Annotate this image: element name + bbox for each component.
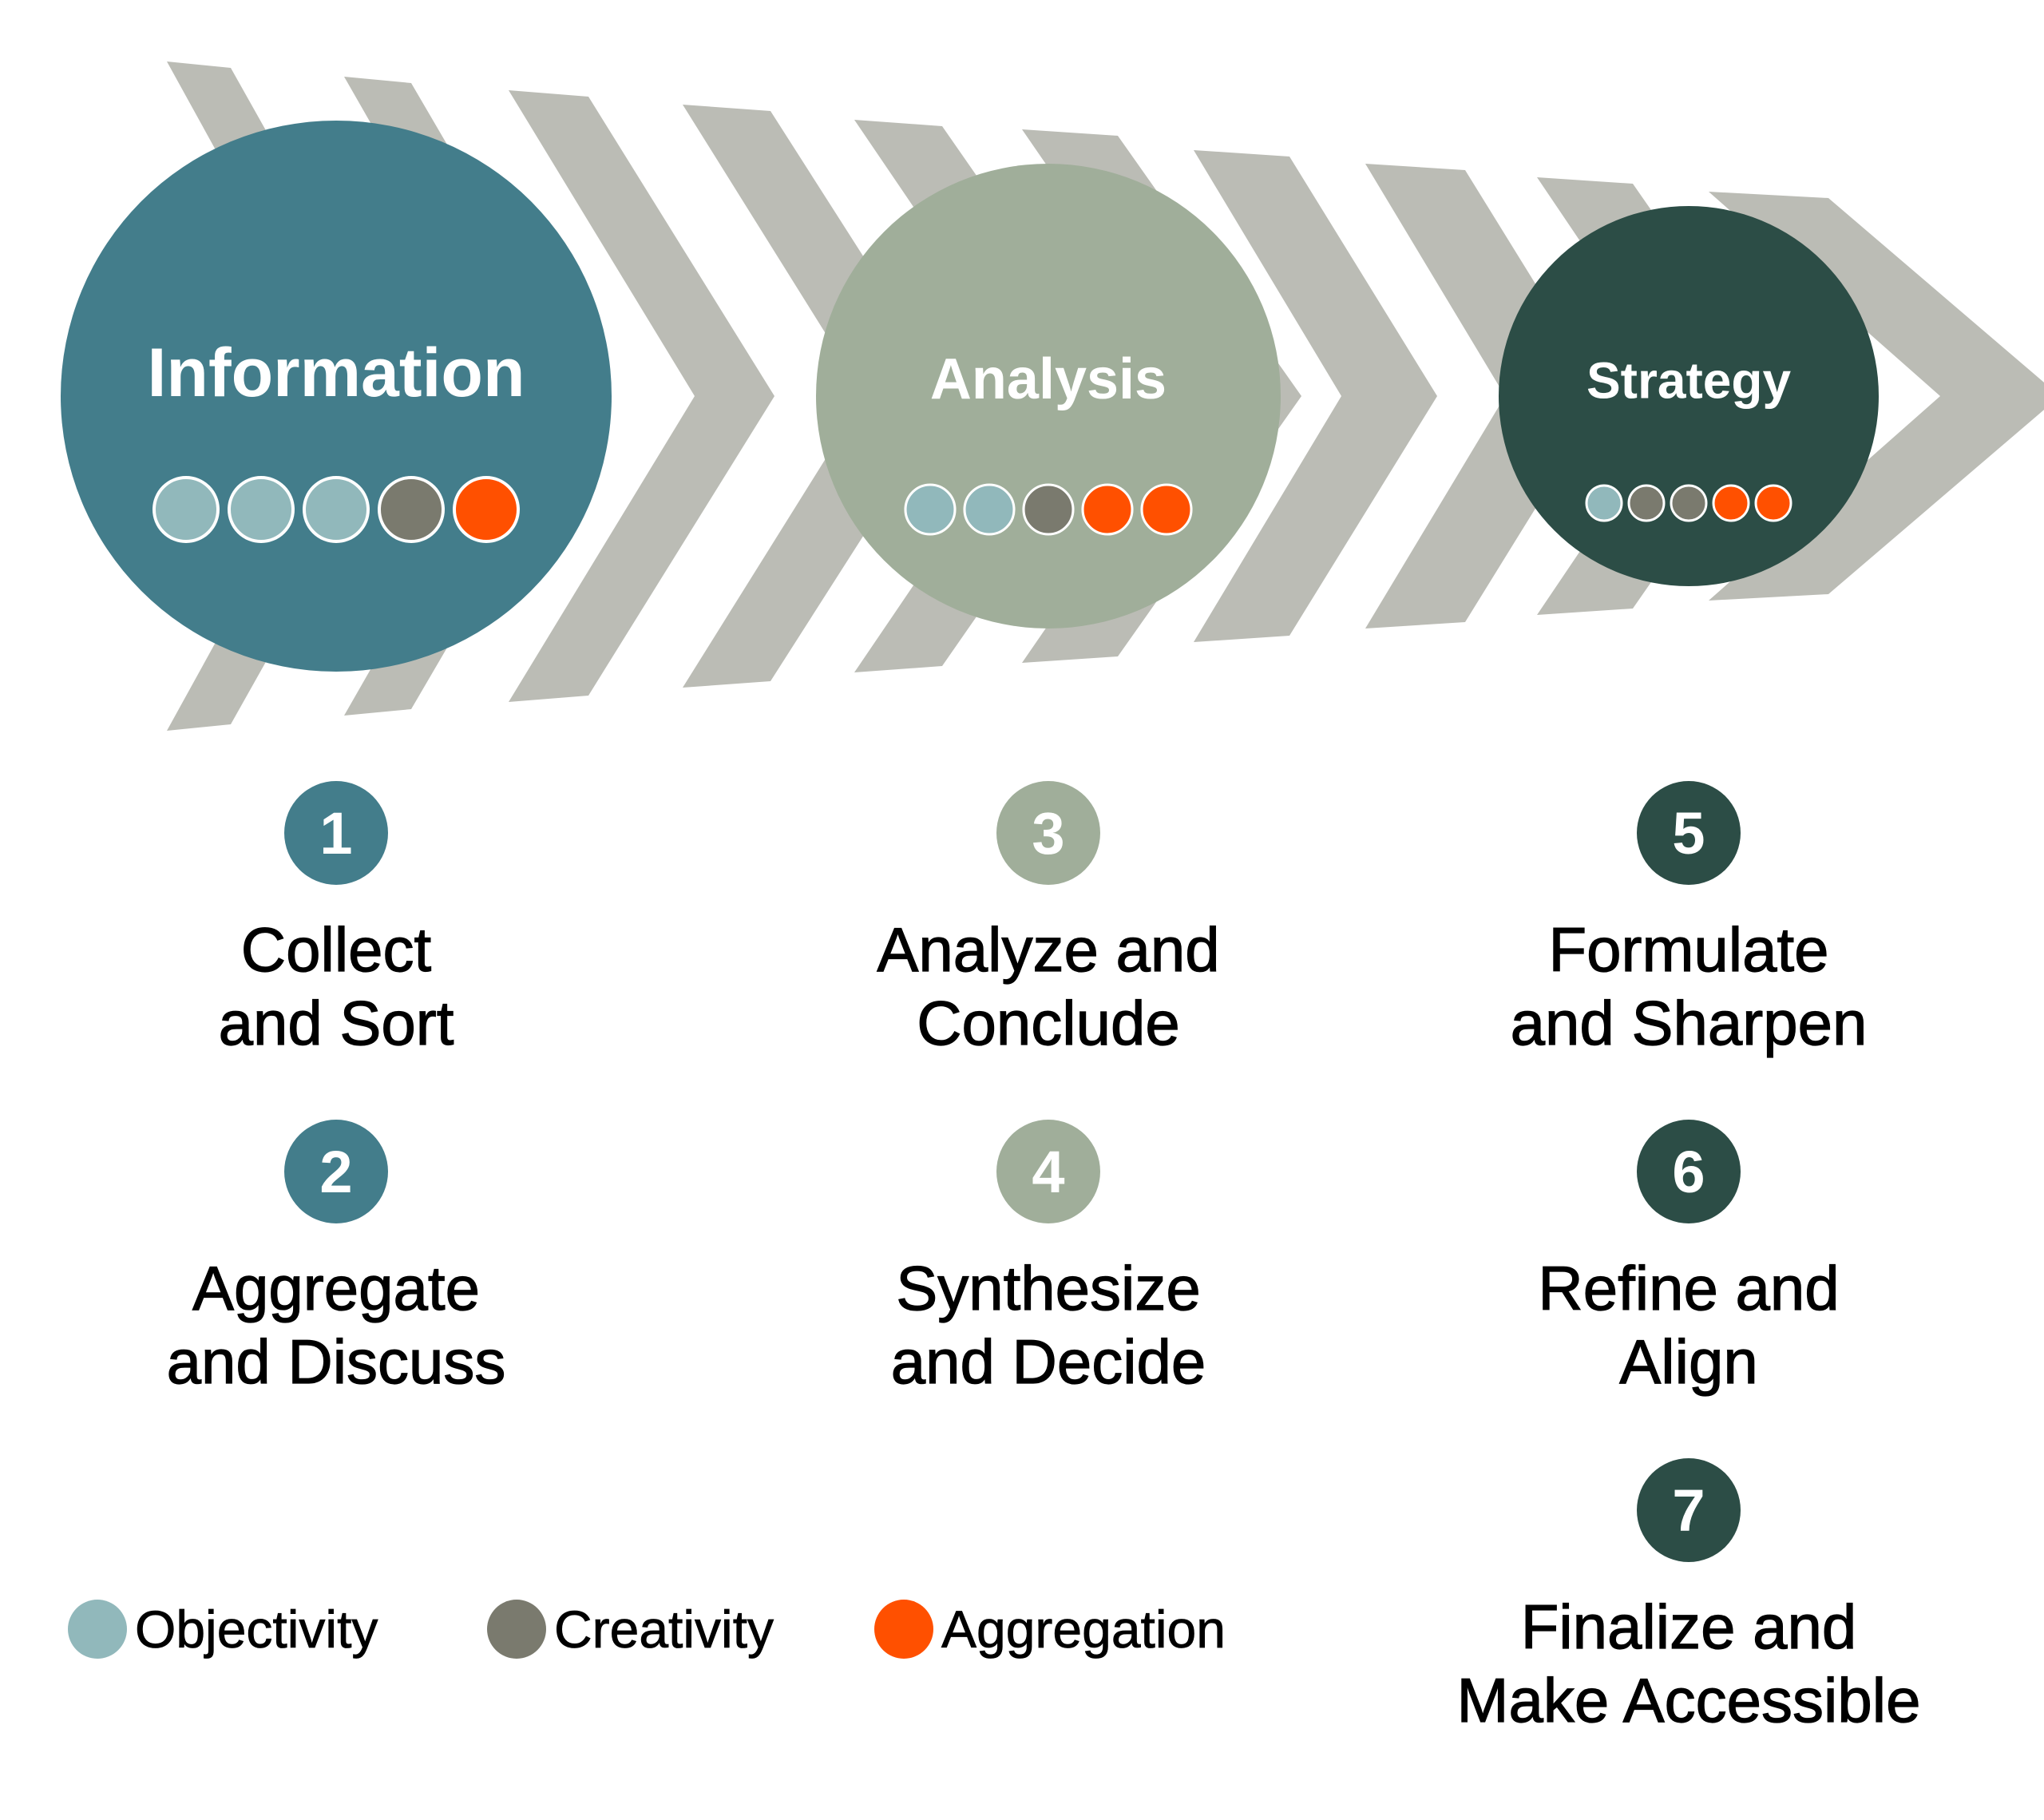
step-label-6: Refine and Align (1538, 1252, 1840, 1397)
step-number-circle (996, 781, 1100, 885)
step-number-circle (1637, 781, 1741, 885)
step-number-circle (996, 1120, 1100, 1223)
step-number: 5 (1672, 800, 1705, 866)
phase-title: Information (148, 335, 525, 411)
phase-strategy: Strategy (1499, 206, 1879, 586)
aggregation-dot-icon (874, 1600, 933, 1659)
aggregation-dot-icon (1712, 484, 1750, 522)
objectivity-dot-icon (904, 483, 957, 536)
step-label-3: Analyze and Conclude (877, 914, 1221, 1058)
step-number: 3 (1032, 800, 1064, 866)
step-label-1: Collect and Sort (218, 914, 454, 1058)
step-number: 2 (319, 1139, 352, 1205)
objectivity-dot-icon (153, 476, 220, 543)
step-number-circle (284, 1120, 388, 1223)
chevron-arrow (1194, 150, 1437, 642)
objectivity-dot-icon (963, 483, 1016, 536)
step-number: 7 (1672, 1477, 1705, 1544)
step-badge-1: 1 (284, 781, 388, 885)
step-badge-2: 2 (284, 1120, 388, 1223)
step-badge-3: 3 (996, 781, 1100, 885)
objectivity-dot-icon (1585, 484, 1623, 522)
step-badge-5: 5 (1637, 781, 1741, 885)
legend-label: Aggregation (941, 1600, 1226, 1659)
legend-label: Creativity (554, 1600, 774, 1659)
step-label-7: Finalize and Make Accessible (1456, 1591, 1921, 1735)
chevron-arrow (1709, 192, 2044, 601)
creativity-dot-icon (1627, 484, 1666, 522)
phase-title: Analysis (930, 347, 1167, 411)
aggregation-dot-icon (1081, 483, 1134, 536)
step-label-5: Formulate and Sharpen (1510, 914, 1868, 1058)
step-badges: 1 2 3 4 5 6 7 (284, 781, 1741, 1562)
creativity-dot-icon (1670, 484, 1708, 522)
objectivity-dot-icon (68, 1600, 127, 1659)
chevron-arrow (509, 90, 774, 702)
aggregation-dot-icon (1754, 484, 1792, 522)
step-number: 6 (1672, 1139, 1705, 1205)
phase-circles: Information Analysis Strategy (61, 121, 1879, 672)
step-label-2: Aggregate and Discuss (166, 1252, 506, 1397)
objectivity-dot-icon (303, 476, 370, 543)
step-badge-4: 4 (996, 1120, 1100, 1223)
legend-item-objectivity: Objectivity (68, 1597, 378, 1661)
phase-title: Strategy (1586, 351, 1792, 409)
creativity-dot-icon (1022, 483, 1075, 536)
step-label-4: Synthesize and Decide (890, 1252, 1206, 1397)
step-number-circle (284, 781, 388, 885)
step-number-circle (1637, 1120, 1741, 1223)
step-badge-7: 7 (1637, 1458, 1741, 1562)
aggregation-dot-icon (1140, 483, 1193, 536)
objectivity-dot-icon (228, 476, 295, 543)
legend-label: Objectivity (135, 1600, 378, 1659)
legend-item-creativity: Creativity (487, 1597, 774, 1661)
step-number-circle (1637, 1458, 1741, 1562)
phase-information: Information (61, 121, 612, 672)
step-badge-6: 6 (1637, 1120, 1741, 1223)
creativity-dot-icon (378, 476, 445, 543)
creativity-dot-icon (487, 1600, 546, 1659)
step-number: 4 (1032, 1139, 1064, 1205)
step-number: 1 (319, 800, 352, 866)
phase-analysis: Analysis (816, 164, 1281, 628)
aggregation-dot-icon (453, 476, 520, 543)
legend-item-aggregation: Aggregation (874, 1597, 1226, 1661)
